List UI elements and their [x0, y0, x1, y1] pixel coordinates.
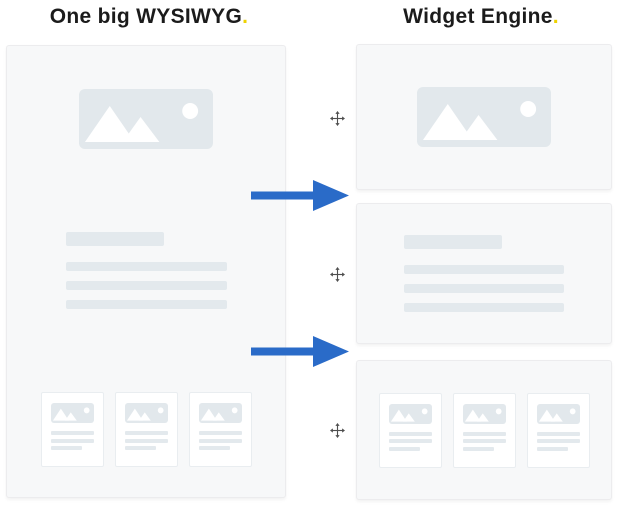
card-text-line-short — [462, 446, 494, 451]
image-icon — [464, 407, 502, 422]
card-image-placeholder — [198, 403, 242, 423]
text-line-placeholder — [404, 265, 564, 274]
card-text-line — [388, 431, 432, 436]
left-title-accent-period: . — [242, 5, 249, 28]
image-icon — [52, 407, 90, 421]
image-icon — [126, 407, 164, 421]
text-line-placeholder — [65, 262, 227, 271]
image-icon — [422, 101, 537, 140]
card-image-placeholder — [50, 403, 94, 423]
card-placeholder — [188, 392, 252, 467]
card-text-line — [536, 439, 580, 443]
card-row-placeholder — [378, 392, 590, 468]
text-line-placeholder — [404, 303, 564, 312]
image-icon — [390, 407, 428, 422]
card-placeholder — [40, 392, 104, 467]
card-image-placeholder — [462, 403, 506, 424]
image-icon — [200, 407, 238, 421]
right-title-accent-period: . — [552, 5, 559, 28]
card-text-line-short — [198, 446, 230, 450]
text-line-placeholder — [404, 284, 564, 293]
card-placeholder — [378, 392, 442, 468]
right-title-text: Widget Engine — [403, 5, 553, 28]
card-text-line — [124, 431, 168, 435]
image-icon — [84, 103, 199, 142]
card-text-line — [50, 431, 94, 435]
card-image-placeholder — [388, 403, 432, 424]
card-text-line-short — [50, 446, 82, 450]
card-placeholder — [114, 392, 178, 467]
transform-arrow-icon — [251, 180, 349, 211]
card-placeholder — [526, 392, 590, 468]
card-text-line — [198, 438, 242, 443]
cards-widget-panel[interactable] — [356, 360, 612, 500]
card-image-placeholder — [124, 403, 168, 423]
image-widget-panel[interactable] — [356, 44, 612, 190]
move-icon — [330, 111, 345, 126]
heading-bar-placeholder — [404, 235, 502, 249]
card-text-line — [50, 438, 94, 443]
text-widget-panel[interactable] — [356, 203, 612, 344]
heading-bar-placeholder — [65, 232, 164, 246]
card-text-line-short — [124, 446, 156, 450]
right-column-title: Widget Engine. — [350, 2, 612, 32]
move-icon — [330, 423, 345, 438]
card-image-placeholder — [536, 403, 580, 424]
widget-image-placeholder — [417, 87, 551, 147]
card-text-line-short — [388, 446, 420, 451]
text-line-placeholder — [65, 300, 227, 309]
card-text-line — [536, 431, 580, 436]
move-handle[interactable] — [330, 267, 345, 282]
left-column-title: One big WYSIWYG. — [6, 2, 292, 32]
text-line-placeholder — [65, 281, 227, 290]
card-text-line — [198, 431, 242, 435]
text-block-placeholder — [65, 232, 227, 309]
move-handle[interactable] — [330, 423, 345, 438]
move-icon — [330, 267, 345, 282]
card-text-line — [124, 438, 168, 443]
card-row-placeholder — [40, 392, 252, 467]
card-text-line — [462, 439, 506, 443]
hero-image-placeholder — [79, 89, 213, 149]
card-text-line-short — [536, 446, 568, 451]
left-title-text: One big WYSIWYG — [49, 5, 243, 28]
card-placeholder — [452, 392, 516, 468]
card-text-line — [462, 431, 506, 436]
wysiwyg-page-panel — [6, 45, 286, 498]
image-icon — [538, 407, 576, 422]
move-handle[interactable] — [330, 111, 345, 126]
transform-arrow-icon — [251, 336, 349, 367]
card-text-line — [388, 439, 432, 443]
text-block-placeholder — [404, 235, 564, 312]
